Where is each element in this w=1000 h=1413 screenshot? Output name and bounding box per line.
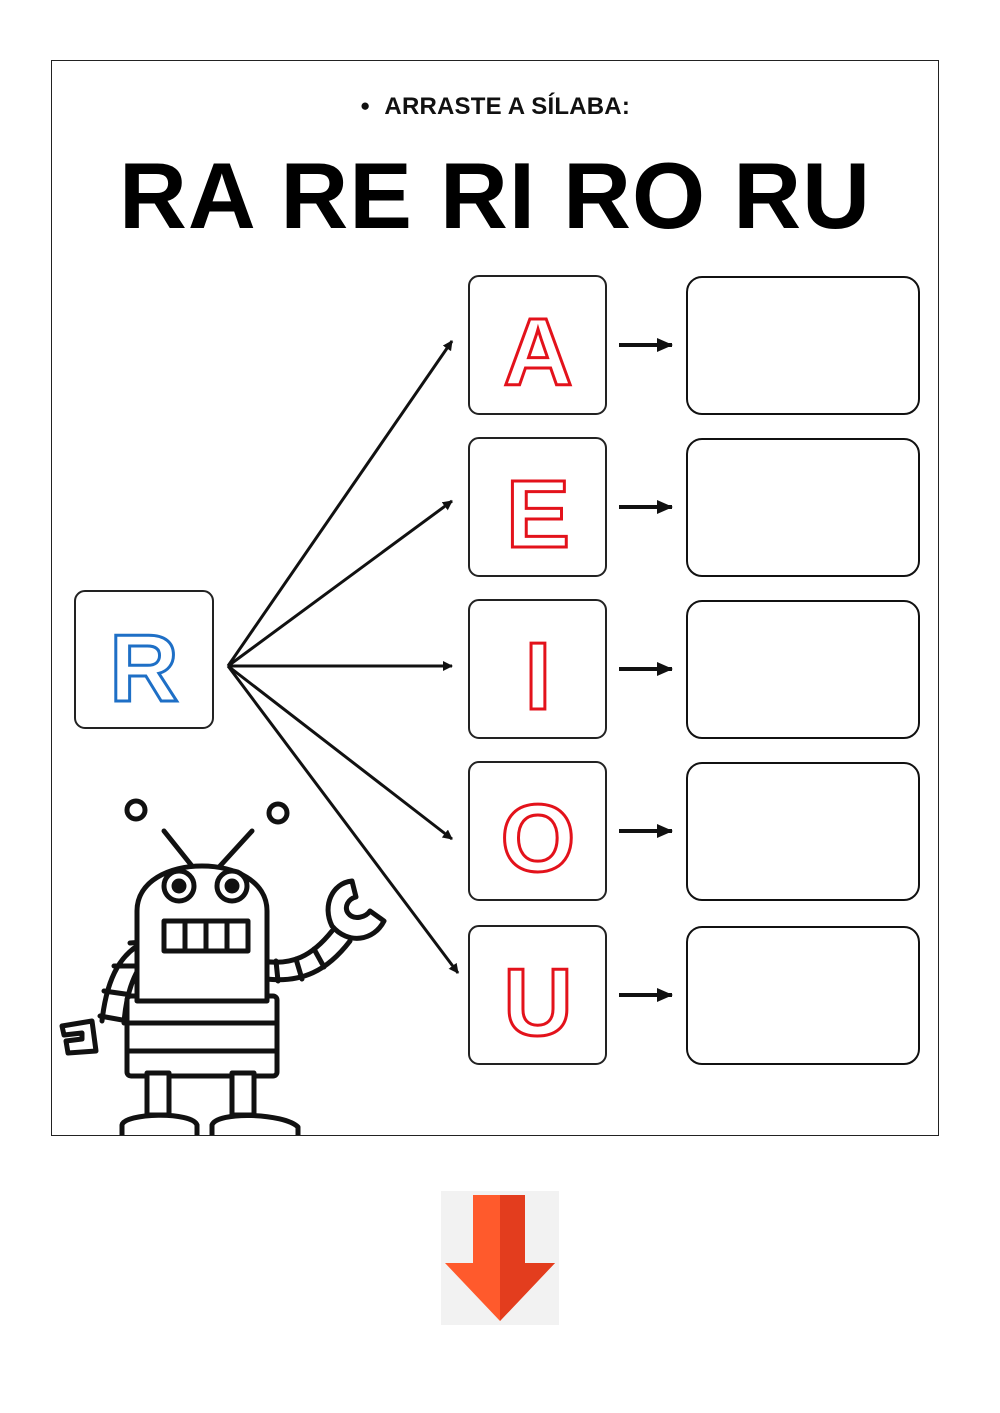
vowel-letter-a: A — [503, 299, 572, 406]
instruction: ● ARRASTE A SÍLABA: — [52, 93, 938, 121]
bullet: ● — [359, 96, 371, 115]
vowel-tile-o: O — [468, 761, 673, 901]
vowel-letter-o: O — [501, 785, 576, 892]
vowel-letter-i: I — [525, 623, 552, 730]
fan-arrow-e — [227, 499, 453, 668]
vowel-tile-a: A — [468, 275, 673, 415]
fan-arrow-o — [227, 664, 453, 841]
fan-arrow-a — [226, 340, 454, 667]
consonant-tile: R — [74, 590, 214, 729]
vowel-tile-e: E — [468, 437, 673, 577]
vowel-tile-i: I — [468, 599, 673, 739]
worksheet: ● ARRASTE A SÍLABA: RA RE RI RO RU R — [51, 60, 939, 1136]
consonant-letter: R — [109, 615, 178, 722]
answer-box-re[interactable] — [686, 438, 920, 577]
worksheet-diagram: R A E I O — [59, 275, 673, 1135]
robot-illustration — [59, 798, 387, 1135]
down-arrow-icon — [441, 1191, 559, 1325]
answer-box-ri[interactable] — [686, 600, 920, 739]
syllables-title: RA RE RI RO RU — [118, 143, 872, 248]
fan-arrows — [226, 340, 460, 974]
answer-box-ru[interactable] — [686, 926, 920, 1065]
vowel-letter-u: U — [503, 949, 572, 1056]
answer-box-ro[interactable] — [686, 762, 920, 901]
vowel-tile-u: U — [468, 925, 673, 1065]
vowel-letter-e: E — [506, 461, 570, 568]
instruction-text: ARRASTE A SÍLABA: — [384, 93, 631, 120]
fan-arrow-u — [226, 665, 460, 974]
answer-box-ra[interactable] — [686, 276, 920, 415]
